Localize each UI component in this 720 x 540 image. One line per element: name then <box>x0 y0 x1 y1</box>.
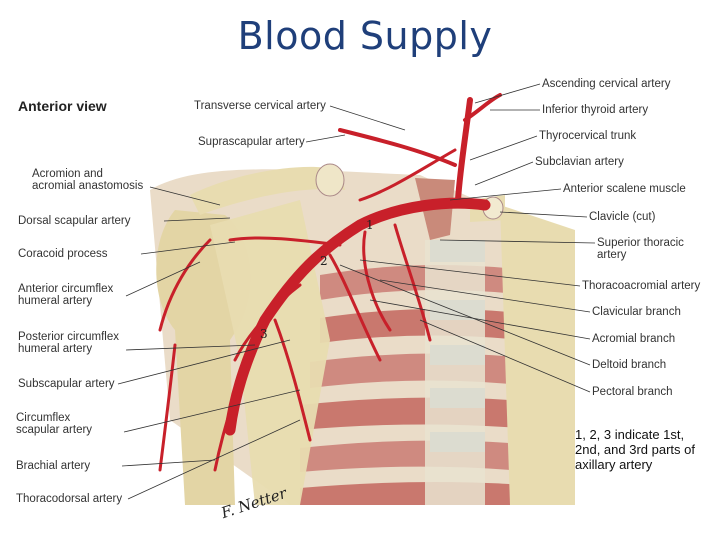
page-title: Blood Supply <box>237 14 493 58</box>
axillary-part-3: 3 <box>260 327 268 341</box>
label-posterior-circumflex-humeral-artery: Posterior circumflex humeral artery <box>18 331 119 355</box>
ribcage <box>300 205 575 505</box>
label-dorsal-scapular-artery: Dorsal scapular artery <box>18 215 131 227</box>
view-label: Anterior view <box>18 98 107 114</box>
axillary-parts-note: 1, 2, 3 indicate 1st, 2nd, and 3rd parts… <box>575 427 695 472</box>
label-anterior-scalene-muscle: Anterior scalene muscle <box>563 183 686 195</box>
axillary-part-2: 2 <box>320 254 328 268</box>
label-superior-thoracic-artery: Superior thoracic artery <box>597 237 684 261</box>
label-coracoid-process: Coracoid process <box>18 248 108 260</box>
label-deltoid-branch: Deltoid branch <box>592 359 667 371</box>
label-clavicular-branch: Clavicular branch <box>592 306 681 318</box>
label-subclavian-artery: Subclavian artery <box>535 156 624 168</box>
label-clavicle-cut: Clavicle (cut) <box>589 211 656 223</box>
label-suprascapular-artery: Suprascapular artery <box>198 136 305 148</box>
label-brachial-artery: Brachial artery <box>16 460 91 472</box>
label-ascending-cervical-artery: Ascending cervical artery <box>542 78 671 90</box>
clavicle <box>190 166 345 215</box>
label-thoracoacromial-artery: Thoracoacromial artery <box>582 280 701 292</box>
label-circumflex-scapular-artery: Circumflex scapular artery <box>16 412 93 436</box>
leader-lines <box>117 83 596 500</box>
label-acromial-branch: Acromial branch <box>592 333 676 345</box>
label-subscapular-artery: Subscapular artery <box>18 378 115 390</box>
label-thyrocervical-trunk: Thyrocervical trunk <box>539 130 637 142</box>
label-anterior-circumflex-humeral-artery: Anterior circumflex humeral artery <box>18 283 114 307</box>
label-inferior-thyroid-artery: Inferior thyroid artery <box>542 104 649 116</box>
label-pectoral-branch: Pectoral branch <box>592 386 673 398</box>
label-thoracodorsal-artery: Thoracodorsal artery <box>16 493 123 505</box>
axillary-part-1: 1 <box>366 218 374 232</box>
label-acromial-anastomosis: Acromion and acromial anastomosis <box>32 168 144 192</box>
label-transverse-cervical-artery: Transverse cervical artery <box>194 100 326 112</box>
